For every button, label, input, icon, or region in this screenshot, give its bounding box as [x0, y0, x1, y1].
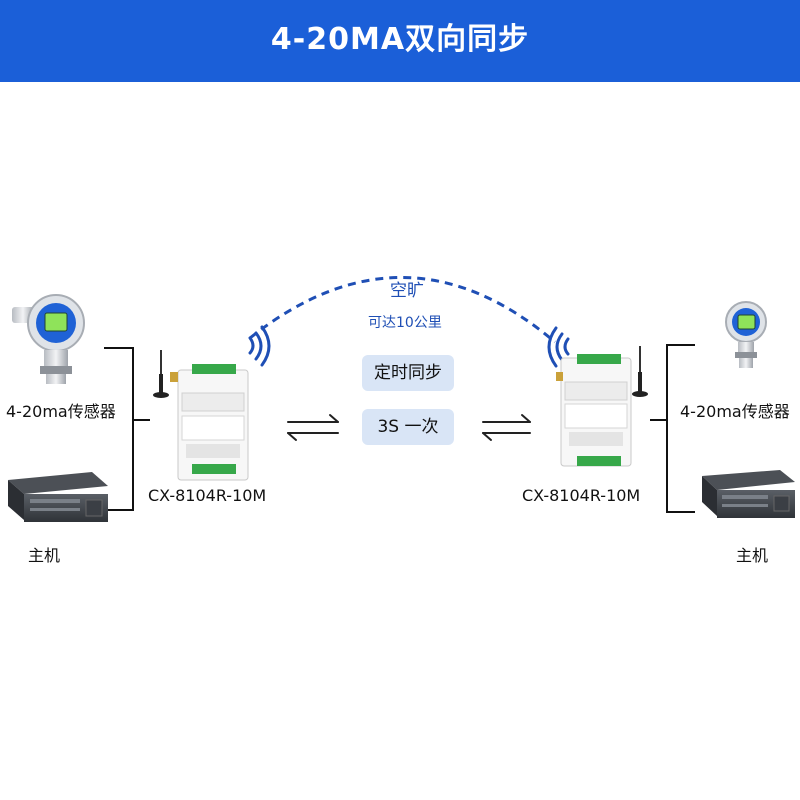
left-host-label: 主机 [28, 546, 61, 565]
right-host-label: 主机 [736, 546, 769, 565]
plc-host-icon [702, 470, 795, 518]
wireless-signal-icon [547, 326, 570, 368]
pressure-transmitter-icon [12, 294, 85, 384]
left-device-model: CX-8104R-10M [148, 486, 267, 505]
bidirectional-arrows-icon [287, 414, 339, 441]
wireless-link-arc [249, 276, 556, 344]
io-module-icon [556, 346, 648, 467]
sync-interval-badge: 3S 一次 [362, 409, 454, 445]
right-connection-bracket [650, 344, 695, 513]
antenna-icon [632, 372, 648, 397]
io-module-icon [153, 350, 249, 481]
right-sensor-label: 4-20ma传感器 [680, 402, 790, 421]
page-title: 4-20MA双向同步 [270, 22, 530, 57]
wireless-signal-icon [248, 325, 271, 367]
header-bar [0, 0, 800, 82]
right-device-model: CX-8104R-10M [522, 486, 641, 505]
bidirectional-arrows-icon [482, 414, 531, 441]
antenna-icon [153, 374, 169, 398]
left-sensor-label: 4-20ma传感器 [6, 402, 116, 421]
link-condition-label: 空旷 [390, 281, 424, 301]
left-connection-bracket [104, 347, 150, 511]
link-range-label: 可达10公里 [368, 315, 442, 331]
sync-mode-badge: 定时同步 [362, 355, 454, 391]
plc-host-icon [8, 472, 108, 522]
pressure-transmitter-icon [725, 301, 767, 368]
